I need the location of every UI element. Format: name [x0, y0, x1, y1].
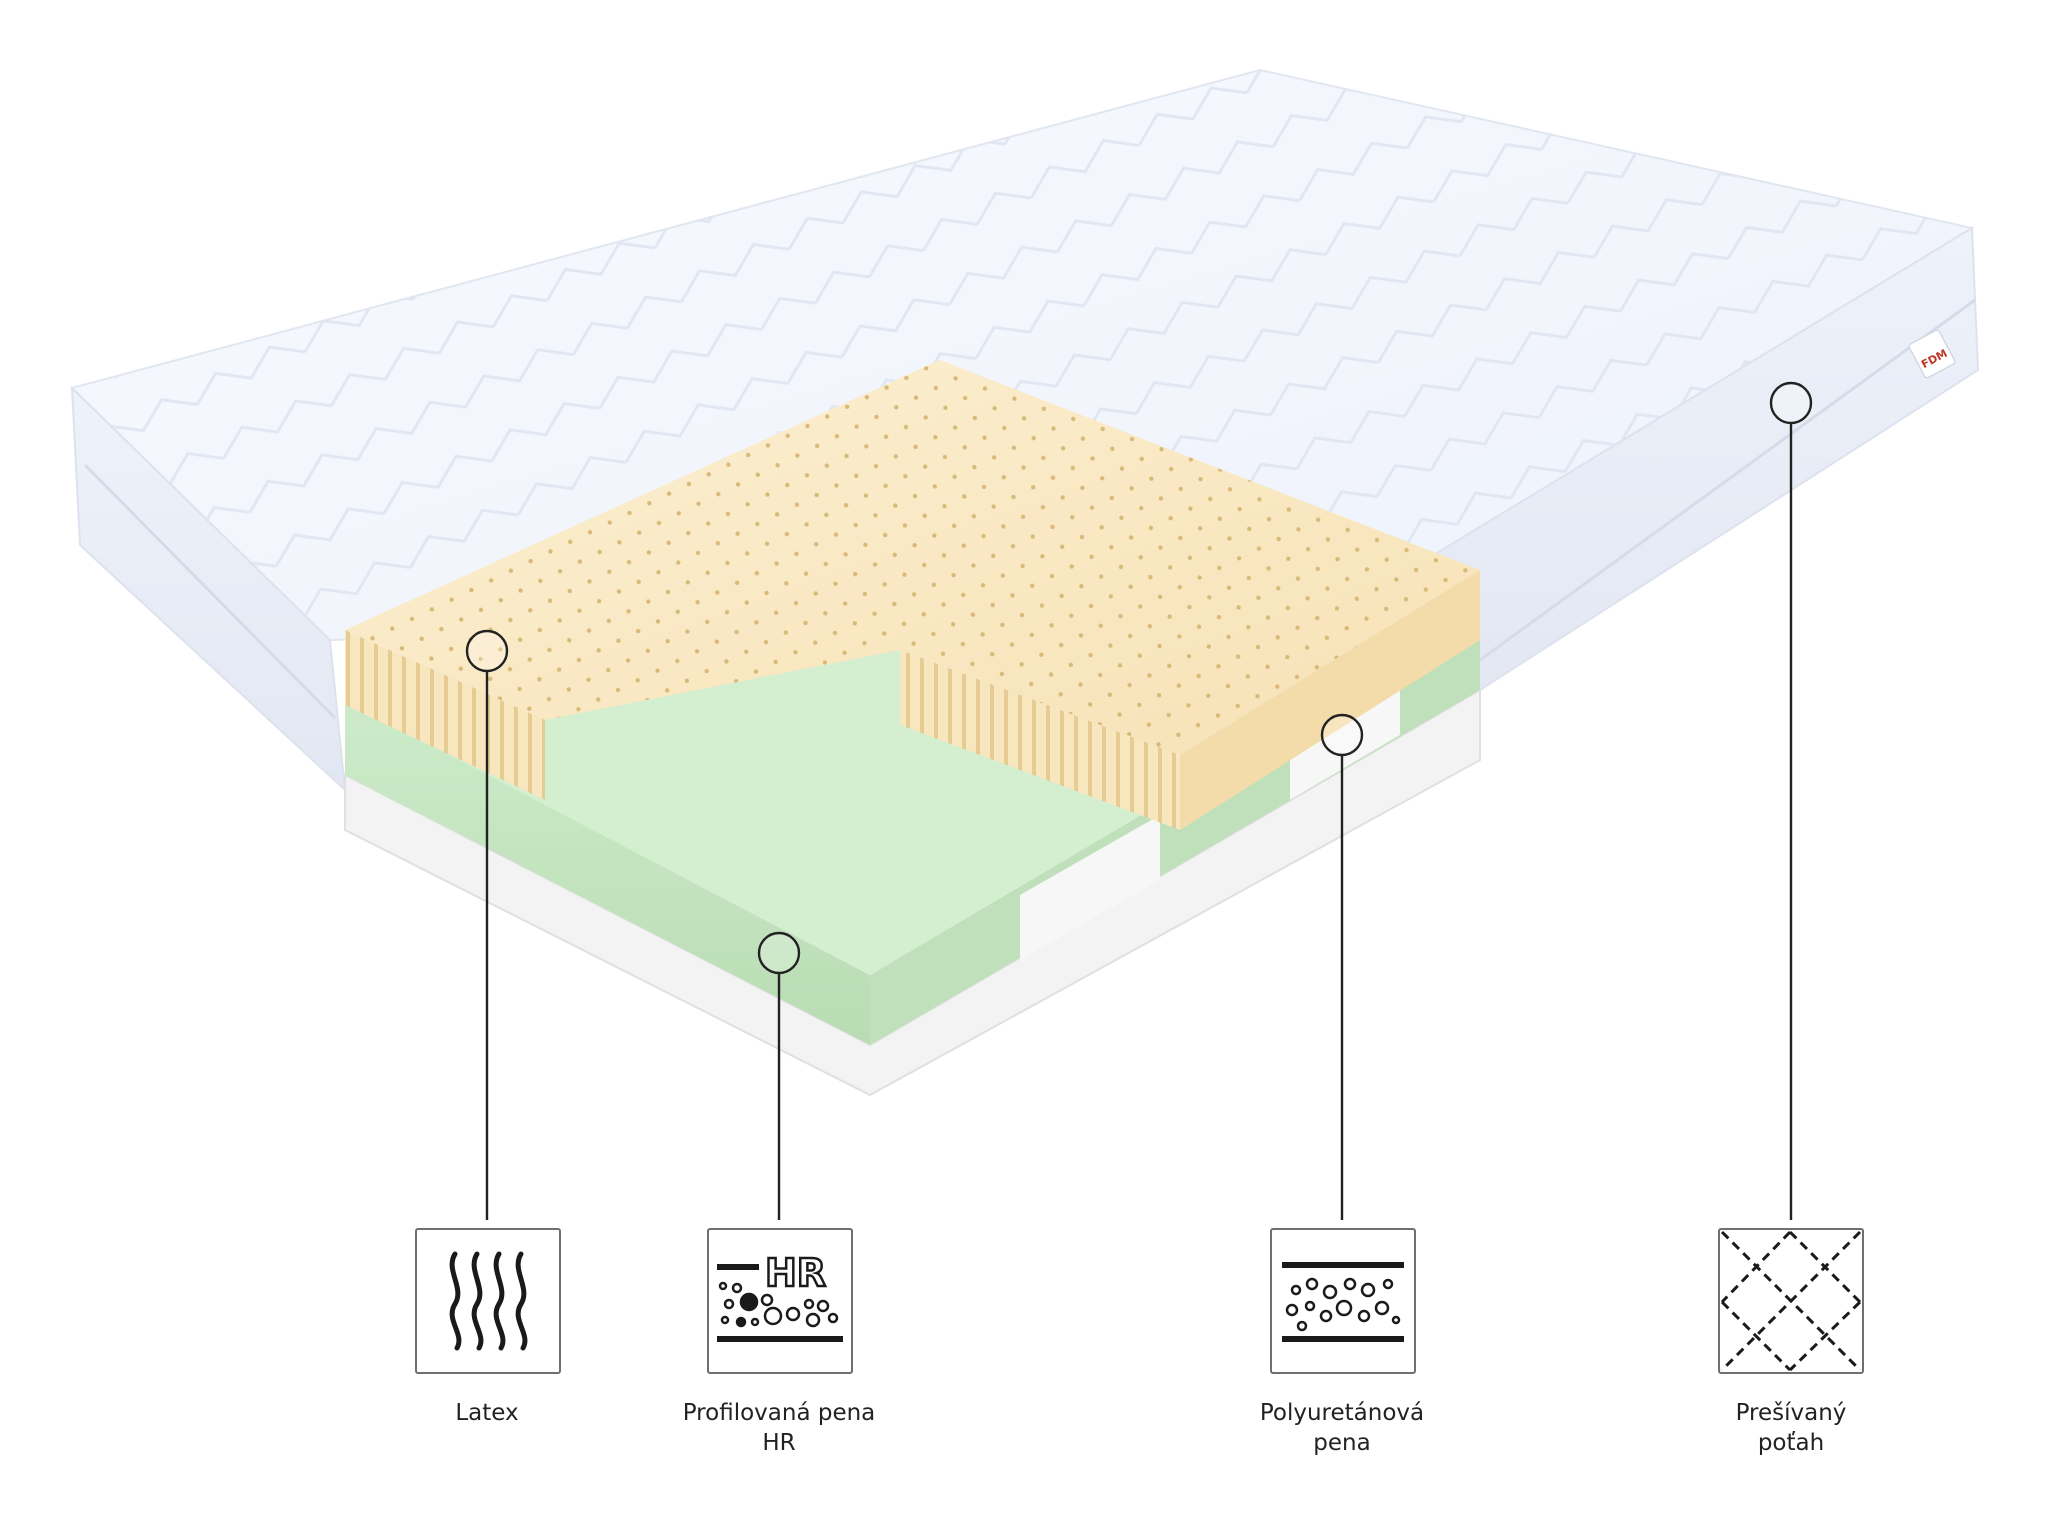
label-latex: Latex — [357, 1398, 617, 1428]
label-hr: Profilovaná pena HR — [649, 1398, 909, 1458]
cover-icon-box — [1718, 1228, 1864, 1374]
label-cover: Prešívaný poťah — [1661, 1398, 1921, 1458]
bubbles-foam-icon — [1282, 1262, 1404, 1342]
mattress-cover-quilting — [72, 70, 1972, 640]
latex-icon-box — [415, 1228, 561, 1374]
callout-hr — [757, 931, 801, 1220]
label-pu: Polyuretánová pena — [1212, 1398, 1472, 1458]
hr-foam-icon: HR — [717, 1250, 843, 1342]
brand-tag: FDM — [1908, 329, 1956, 379]
latex-front-right — [1180, 570, 1480, 830]
label-hr-line-1: Profilovaná pena — [682, 1400, 876, 1426]
callout-marker-latex — [465, 629, 509, 673]
pu-foam-icon-box — [1270, 1228, 1416, 1374]
label-cover-line-2: poťah — [1757, 1430, 1825, 1456]
hr-foam-icon-box: HR — [707, 1228, 853, 1374]
callout-marker-hr — [757, 931, 801, 975]
label-latex-line-1: Latex — [455, 1400, 519, 1426]
latex-front-step — [900, 650, 1180, 830]
latex-top-dots — [345, 360, 1480, 755]
label-hr-line-2: HR — [762, 1430, 796, 1456]
hr-icon-text: HR — [765, 1251, 826, 1295]
pu-insert-1 — [1020, 815, 1160, 960]
label-cover-line-1: Prešívaný — [1735, 1400, 1847, 1426]
latex-front-left — [345, 630, 545, 800]
callout-marker-cover — [1769, 381, 1813, 425]
callout-cover — [1769, 381, 1813, 1220]
callout-latex — [465, 629, 509, 1220]
label-pu-line-1: Polyuretánová — [1259, 1400, 1425, 1426]
callout-pu — [1320, 713, 1364, 1220]
callout-marker-pu — [1320, 713, 1364, 757]
label-pu-line-2: pena — [1313, 1430, 1371, 1456]
waves-icon — [449, 1251, 528, 1351]
quilt-diamond-icon — [1720, 1230, 1862, 1372]
hr-foam-front — [345, 700, 870, 1045]
